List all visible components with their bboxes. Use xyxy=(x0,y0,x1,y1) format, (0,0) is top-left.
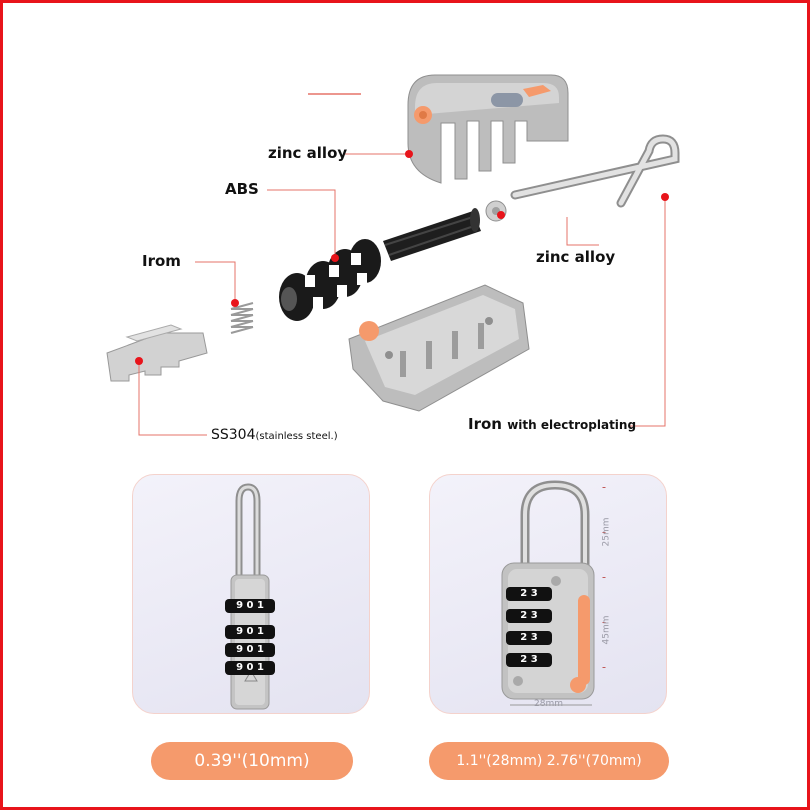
front-lock-card: 2 3 2 3 2 3 2 3 25mm 45mm 28mm xyxy=(429,474,667,714)
ss304-note: (stainless steel.) xyxy=(255,431,338,442)
label-zinc-alloy-right: zinc alloy xyxy=(536,248,616,266)
label-ss304: SS304(stainless steel.) xyxy=(211,427,338,443)
front-lock-dial[interactable]: 2 3 xyxy=(506,587,552,601)
spindle-part xyxy=(383,208,481,261)
iron-note: with electroplating xyxy=(507,418,637,432)
dim-shackle-height: 25mm xyxy=(601,517,612,547)
top-casing-part xyxy=(407,74,569,184)
bottom-casing-part xyxy=(348,284,530,412)
size-button-left-label: 0.39''(10mm) xyxy=(194,751,310,771)
size-button-right[interactable]: 1.1''(28mm) 2.76''(70mm) xyxy=(429,742,669,780)
steel-plate-part xyxy=(106,324,208,382)
label-zinc-alloy-top: zinc alloy xyxy=(268,144,348,162)
callout-lines xyxy=(138,153,666,436)
front-lock-dial[interactable]: 2 3 xyxy=(506,631,552,645)
exploded-view-illustration xyxy=(106,74,680,436)
thin-lock-illustration xyxy=(230,483,270,710)
size-button-left[interactable]: 0.39''(10mm) xyxy=(151,742,353,780)
callout-dots xyxy=(135,150,669,365)
dim-body-height: 45mm xyxy=(601,615,612,645)
iron-text: Iron xyxy=(468,415,502,433)
front-lock-dial[interactable]: 2 3 xyxy=(506,653,552,667)
label-irom: Irom xyxy=(142,252,181,270)
thin-lock-dial[interactable]: 9 0 1 xyxy=(225,643,275,657)
size-button-right-label: 1.1''(28mm) 2.76''(70mm) xyxy=(456,753,642,769)
dim-body-width: 28mm xyxy=(534,699,563,709)
ss304-text: SS304 xyxy=(211,427,256,443)
dial-wheels-part xyxy=(279,239,381,321)
thin-lock-dial[interactable]: 9 0 1 xyxy=(225,599,275,613)
thin-lock-dial[interactable]: 9 0 1 xyxy=(225,625,275,639)
label-iron: Iron with electroplating xyxy=(468,415,636,433)
label-abs: ABS xyxy=(225,180,259,198)
thin-lock-card: 9 0 1 9 0 1 9 0 1 9 0 1 xyxy=(132,474,370,714)
thin-lock-dial[interactable]: 9 0 1 xyxy=(225,661,275,675)
front-lock-dial[interactable]: 2 3 xyxy=(506,609,552,623)
spring-part xyxy=(230,302,254,334)
